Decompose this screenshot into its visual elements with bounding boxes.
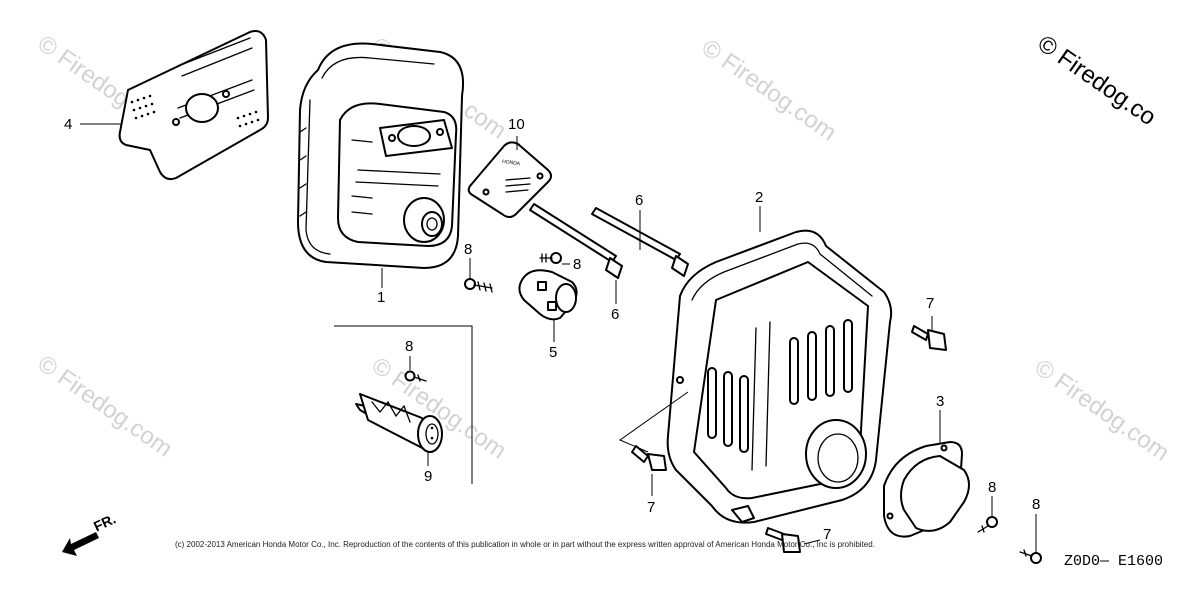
callout-8: 8 (405, 338, 414, 355)
heat-shield-plate (118, 30, 269, 181)
callout-6: 6 (635, 192, 644, 209)
callout-7: 7 (823, 526, 832, 543)
spark-arrester-clip (518, 269, 578, 321)
screw (464, 278, 493, 293)
copyright-notice: (c) 2002-2013 American Honda Motor Co., … (175, 540, 875, 549)
screw (1019, 549, 1042, 564)
callout-4: 4 (64, 116, 73, 133)
screw (404, 370, 427, 382)
callout-5: 5 (549, 344, 558, 361)
callout-9: 9 (424, 468, 433, 485)
callout-3: 3 (936, 393, 945, 410)
bolt-long-lower (529, 203, 623, 279)
callout-8: 8 (988, 479, 997, 496)
inset-frame (334, 325, 473, 484)
callout-10: 10 (508, 116, 525, 133)
callout-8: 8 (1032, 496, 1041, 513)
muffler-body (297, 42, 464, 269)
callout-7: 7 (926, 295, 935, 312)
spark-arrester-screen (355, 393, 443, 453)
muffler-gasket (467, 141, 552, 218)
diagram-code: Z0D0— E1600 (1064, 553, 1164, 570)
leader-line (803, 539, 821, 545)
screw (977, 516, 998, 533)
callout-8: 8 (464, 241, 473, 258)
callout-2: 2 (755, 189, 764, 206)
flange-bolt (765, 527, 801, 553)
callout-6: 6 (611, 306, 620, 323)
muffler-protector (666, 229, 893, 524)
screw (539, 252, 562, 264)
front-arrow-icon (62, 532, 99, 556)
callout-1: 1 (377, 289, 386, 306)
exhaust-deflector (883, 441, 970, 538)
callout-8: 8 (573, 256, 582, 273)
flange-bolt (911, 325, 947, 351)
bolt-long-upper (591, 207, 689, 277)
flange-bolt (631, 445, 667, 471)
callout-7: 7 (647, 499, 656, 516)
